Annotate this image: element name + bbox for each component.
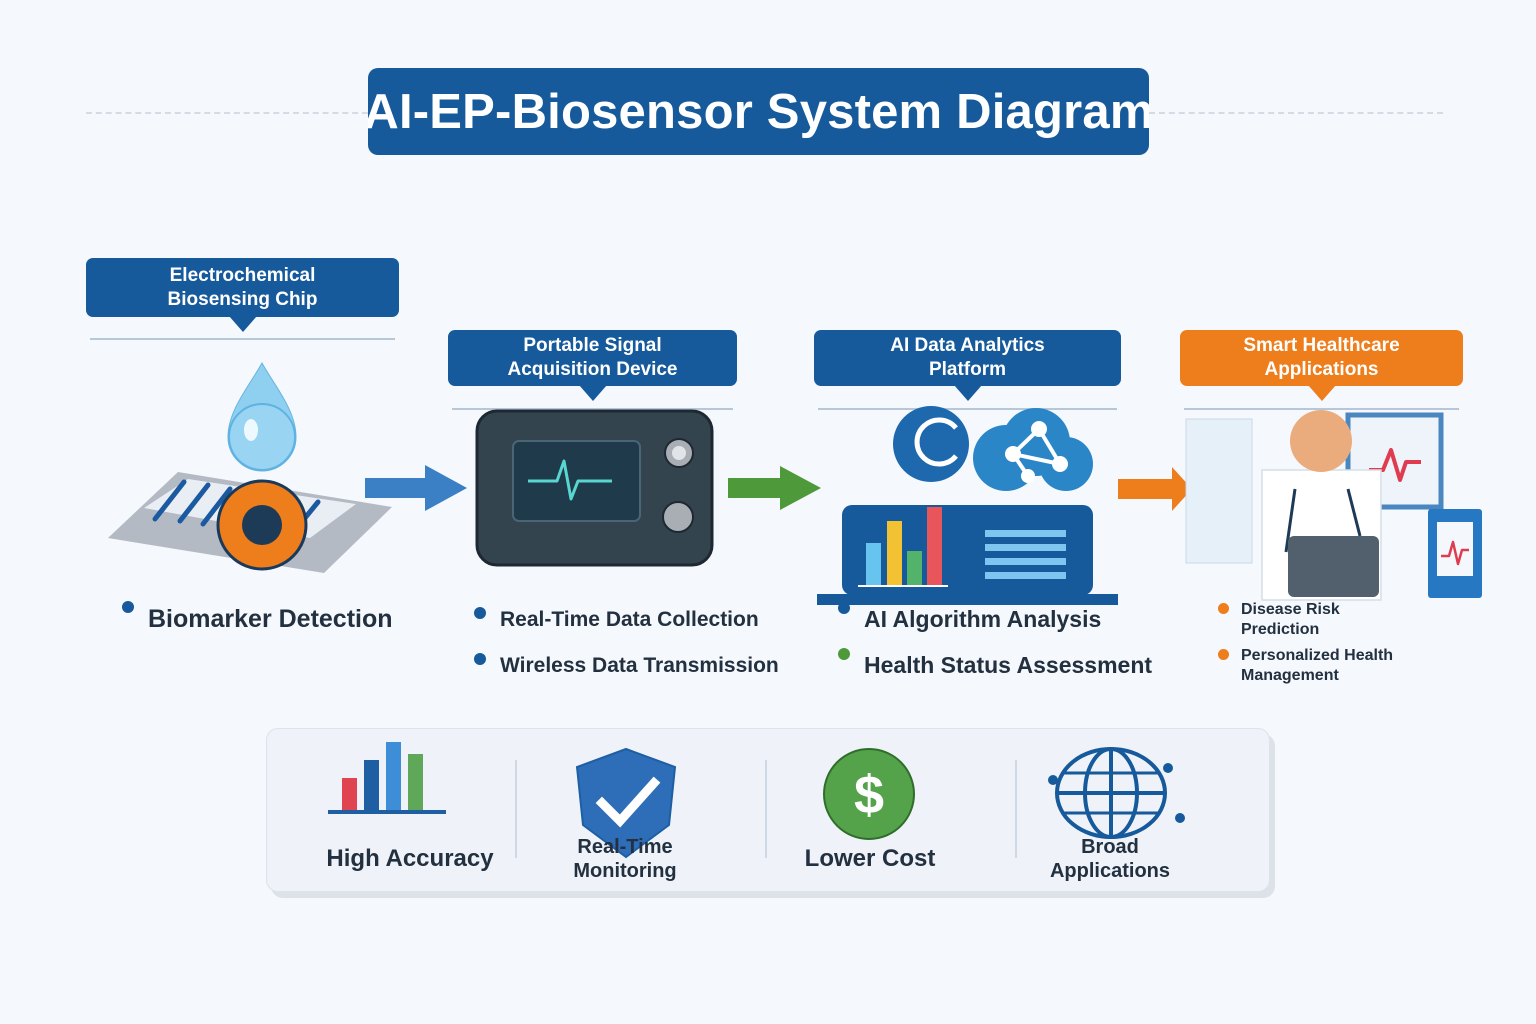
title-dashed-line-left xyxy=(86,112,368,114)
stage-rule-chip xyxy=(90,338,395,340)
benefit-label: Broad Applications xyxy=(1049,836,1170,882)
bullet-dot xyxy=(474,653,486,665)
stage-rule-healthcare xyxy=(1184,408,1459,410)
stage-bullet: Wireless Data Transmission xyxy=(474,653,779,678)
title-banner: AI-EP-Biosensor System Diagram xyxy=(368,68,1149,155)
page-title: AI-EP-Biosensor System Diagram xyxy=(368,84,1149,139)
bullet-text: AI Algorithm Analysis xyxy=(864,606,1102,632)
stage-bullet: Real-Time Data Collection xyxy=(474,607,759,632)
stage-callout-ai: AI Data Analytics Platform xyxy=(814,330,1121,401)
benefit-divider xyxy=(1015,760,1017,858)
shield-check-icon xyxy=(575,747,677,859)
signal-acquisition-device-icon xyxy=(475,409,714,567)
stage-title-healthcare: Smart Healthcare Applications xyxy=(1243,335,1400,380)
benefit-divider xyxy=(515,760,517,858)
bullet-dot xyxy=(474,607,486,619)
benefit-label: Lower Cost xyxy=(804,845,936,872)
stage-bullet: AI Algorithm Analysis xyxy=(838,602,1102,633)
benefit-label: Real-Time Monitoring xyxy=(573,836,677,882)
stage-title-ai: AI Data Analytics Platform xyxy=(890,335,1045,380)
bar-chart-icon xyxy=(328,742,446,814)
stage-callout-healthcare: Smart Healthcare Applications xyxy=(1180,330,1463,401)
dollar-coin-icon: $ xyxy=(823,748,915,840)
bullet-text: Health Status Assessment xyxy=(864,652,1153,678)
stage-title-device: Portable Signal Acquisition Device xyxy=(507,335,678,380)
flow-arrow-3 xyxy=(1118,467,1192,511)
bullet-text: Real-Time Data Collection xyxy=(500,608,759,631)
biosensor-chip-with-droplet-icon xyxy=(108,361,392,573)
bullet-dot xyxy=(1218,649,1229,660)
stage-bullet: Biomarker Detection xyxy=(122,601,393,634)
bullet-text: Wireless Data Transmission xyxy=(500,654,779,677)
cloud-analytics-dashboard-icon xyxy=(817,406,1118,605)
bullet-dot xyxy=(1218,603,1229,614)
stage-title-chip: Electrochemical Biosensing Chip xyxy=(167,264,318,310)
bullet-text: Biomarker Detection xyxy=(148,605,393,633)
title-dashed-line-right xyxy=(1149,112,1443,114)
stage-bullet: Personalized Health Management xyxy=(1218,646,1411,686)
stage-bullet: Health Status Assessment xyxy=(838,648,1153,679)
bullet-dot xyxy=(838,602,850,614)
svg-text:$: $ xyxy=(854,765,884,825)
flow-arrow-1 xyxy=(365,465,467,511)
stage-rule-device xyxy=(452,408,733,410)
benefit-label: High Accuracy xyxy=(326,845,494,872)
stage-callout-device: Portable Signal Acquisition Device xyxy=(448,330,737,401)
flow-arrow-2 xyxy=(728,466,821,510)
bullet-text: Disease Risk Prediction xyxy=(1241,601,1340,638)
bullet-dot xyxy=(122,601,134,613)
bullet-text: Personalized Health Management xyxy=(1241,647,1394,684)
stage-bullet: Disease Risk Prediction xyxy=(1218,600,1361,640)
stage-callout-chip: Electrochemical Biosensing Chip xyxy=(86,258,399,332)
stage-rule-ai xyxy=(818,408,1117,410)
benefit-divider xyxy=(765,760,767,858)
globe-icon xyxy=(1048,747,1185,839)
doctor-with-monitors-icon xyxy=(1185,410,1482,601)
bullet-dot xyxy=(838,648,850,660)
